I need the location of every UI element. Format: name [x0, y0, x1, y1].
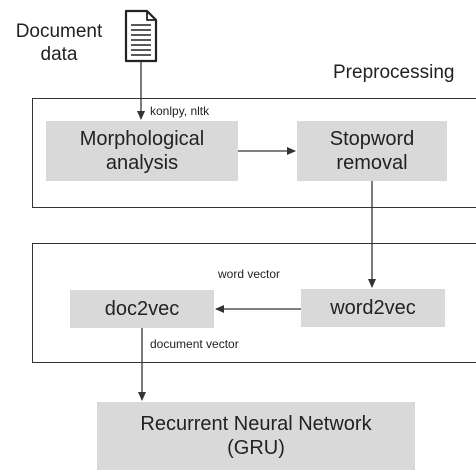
rnn-gru-box: Recurrent Neural Network (GRU) — [97, 402, 415, 470]
stopword-removal-box: Stopword removal — [297, 121, 447, 181]
document-vector-label: document vector — [150, 337, 239, 351]
konlpy-nltk-label: konlpy, nltk — [150, 104, 210, 118]
morphological-analysis-box: Morphological analysis — [46, 121, 238, 181]
doc2vec-box: doc2vec — [70, 290, 214, 328]
document-data-label: Document data — [15, 21, 103, 65]
embedding-panel — [32, 243, 476, 363]
preprocessing-title: Preprocessing — [333, 62, 455, 83]
preprocessing-panel — [32, 98, 476, 208]
word-vector-label: word vector — [218, 267, 281, 281]
document-icon — [124, 9, 158, 63]
word2vec-box: word2vec — [301, 289, 445, 327]
